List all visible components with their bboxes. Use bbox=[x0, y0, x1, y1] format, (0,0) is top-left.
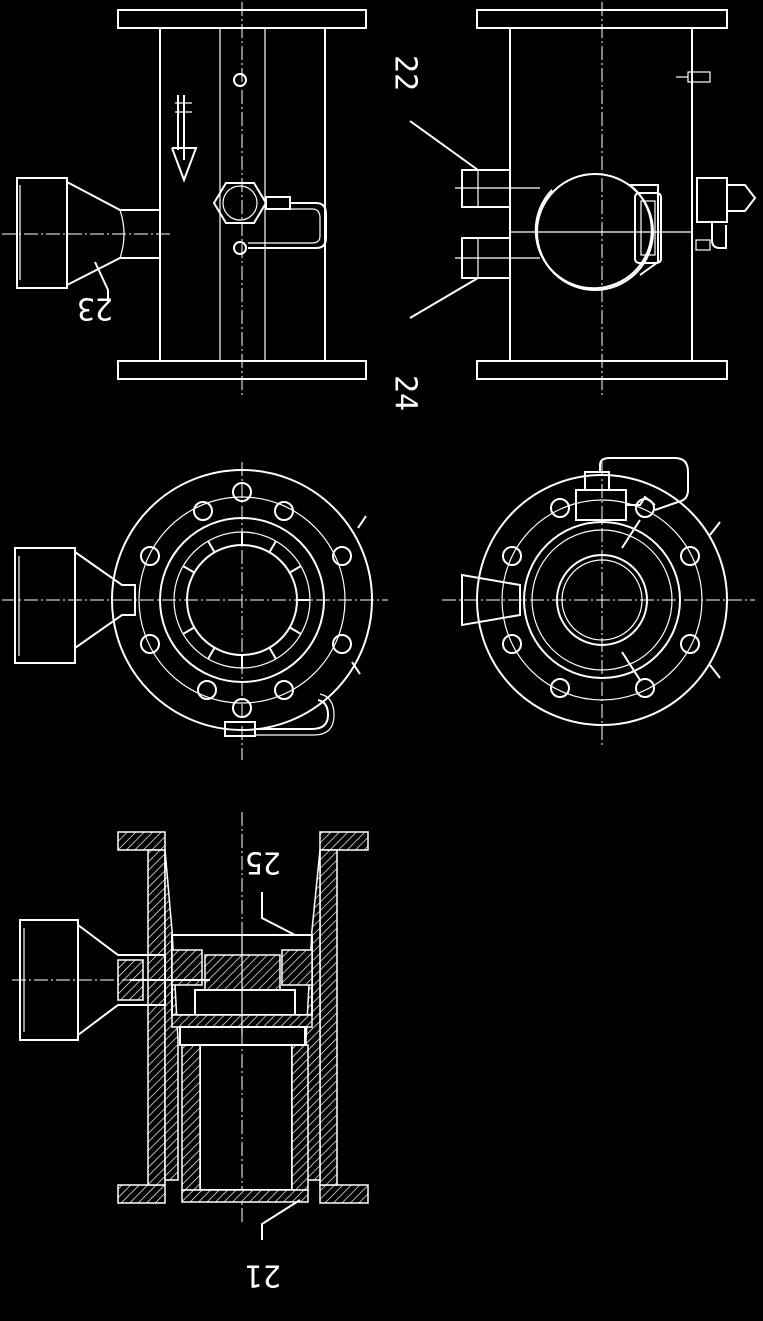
view-end-left bbox=[2, 462, 388, 760]
part-label-22: 22 bbox=[388, 55, 423, 91]
part-label-25: 25 bbox=[245, 845, 281, 880]
vane-ticks bbox=[182, 532, 310, 668]
view-front-elevation bbox=[2, 2, 367, 396]
part-label-21: 21 bbox=[245, 1258, 281, 1293]
part-label-24: 24 bbox=[388, 375, 423, 411]
view-side-elevation bbox=[409, 2, 757, 396]
view-end-right bbox=[442, 457, 755, 745]
part-label-23: 23 bbox=[77, 291, 113, 326]
flow-arrow-icon bbox=[171, 95, 198, 183]
view-section bbox=[12, 812, 369, 1240]
